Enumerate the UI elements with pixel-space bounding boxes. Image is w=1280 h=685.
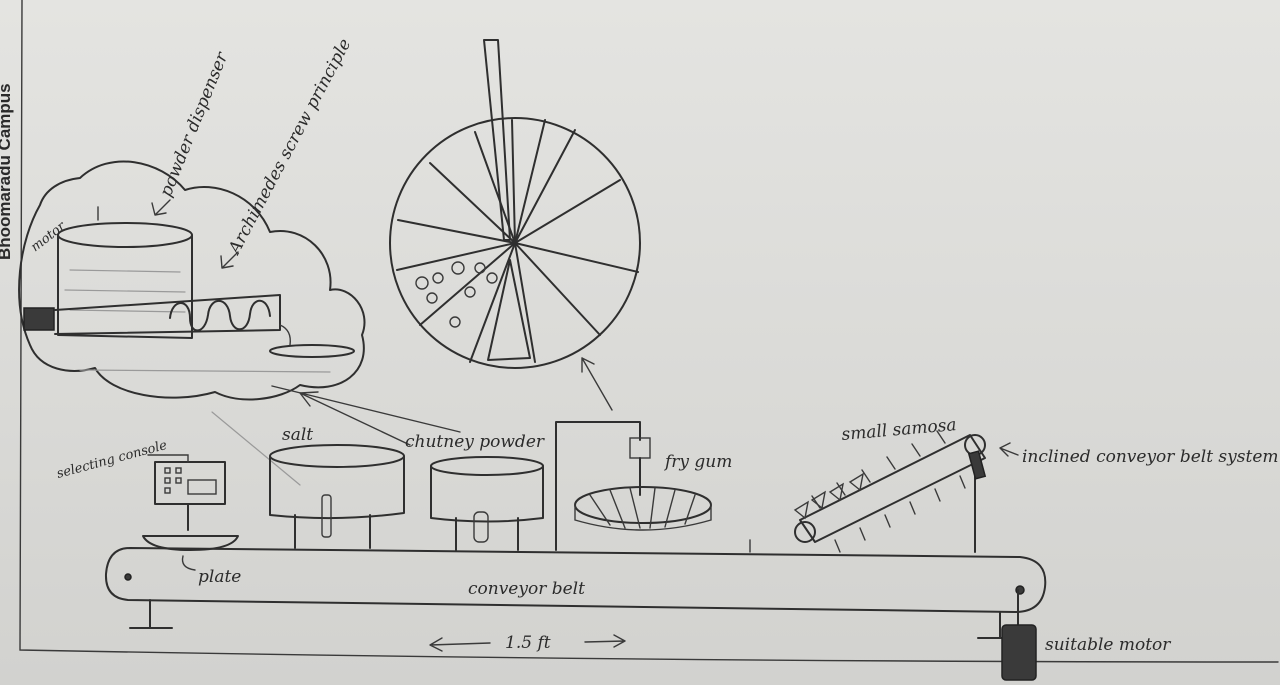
label-fry-gum: fry gum [663, 452, 732, 472]
fryer-to-disc-arrow [582, 358, 612, 410]
dimension-arrow-right [585, 635, 625, 647]
dispenser-label-arrow [152, 200, 170, 215]
disc-slot [488, 260, 530, 360]
salt-pointer-arrow [300, 392, 410, 445]
dispenser-motor [24, 308, 54, 330]
label-inclined-conveyor: inclined conveyor belt system [1022, 447, 1279, 467]
salt-nozzle [322, 495, 331, 537]
belt-roller-left [125, 574, 131, 580]
label-dimension: 1.5 ft [505, 633, 551, 653]
page-edge-text: Bhoomaradu Campus [0, 83, 14, 260]
inclined-conveyor-roller-low [795, 522, 815, 542]
dimension-arrow-left [430, 638, 490, 651]
samosas-on-incline [795, 474, 863, 518]
screw-outlet [280, 325, 290, 345]
label-selecting-console: selecting console [55, 438, 169, 482]
salt-container-body [270, 456, 404, 518]
chutney-container-top [431, 457, 543, 475]
chutney-legs [456, 518, 518, 550]
label-powder-dispenser: powder dispenser [156, 49, 233, 200]
fryer-frame [556, 422, 640, 550]
label-salt: salt [282, 425, 313, 445]
screw-tube [55, 295, 280, 334]
powder-tray [270, 345, 354, 357]
disc-spokes [397, 120, 638, 362]
dispenser-tank-body [58, 235, 192, 338]
cloud-faint-line [80, 370, 330, 372]
belt-motor [1002, 625, 1036, 680]
chutney-nozzle [474, 512, 488, 542]
fryer-basket [575, 487, 711, 523]
archimedes-screw-icon [170, 301, 270, 331]
inclined-conveyor [800, 435, 985, 542]
label-archimedes: Archimedes screw principle [224, 35, 356, 259]
label-chutney-powder: chutney powder [405, 432, 545, 452]
disc-shaft [484, 40, 510, 240]
salt-container-top [270, 445, 404, 467]
belt-left-leg [130, 600, 172, 628]
label-plate: plate [198, 567, 241, 587]
plate-label-leader [183, 556, 196, 570]
label-motor: motor [28, 219, 69, 256]
console-buttons [165, 468, 216, 494]
salt-legs [295, 515, 370, 548]
incline-label-arrow [1000, 443, 1018, 456]
label-small-samosa: small samosa [841, 415, 958, 445]
label-conveyor-belt: conveyor belt [468, 579, 585, 599]
label-suitable-motor: suitable motor [1045, 635, 1171, 655]
dispenser-tank-top [58, 223, 192, 247]
